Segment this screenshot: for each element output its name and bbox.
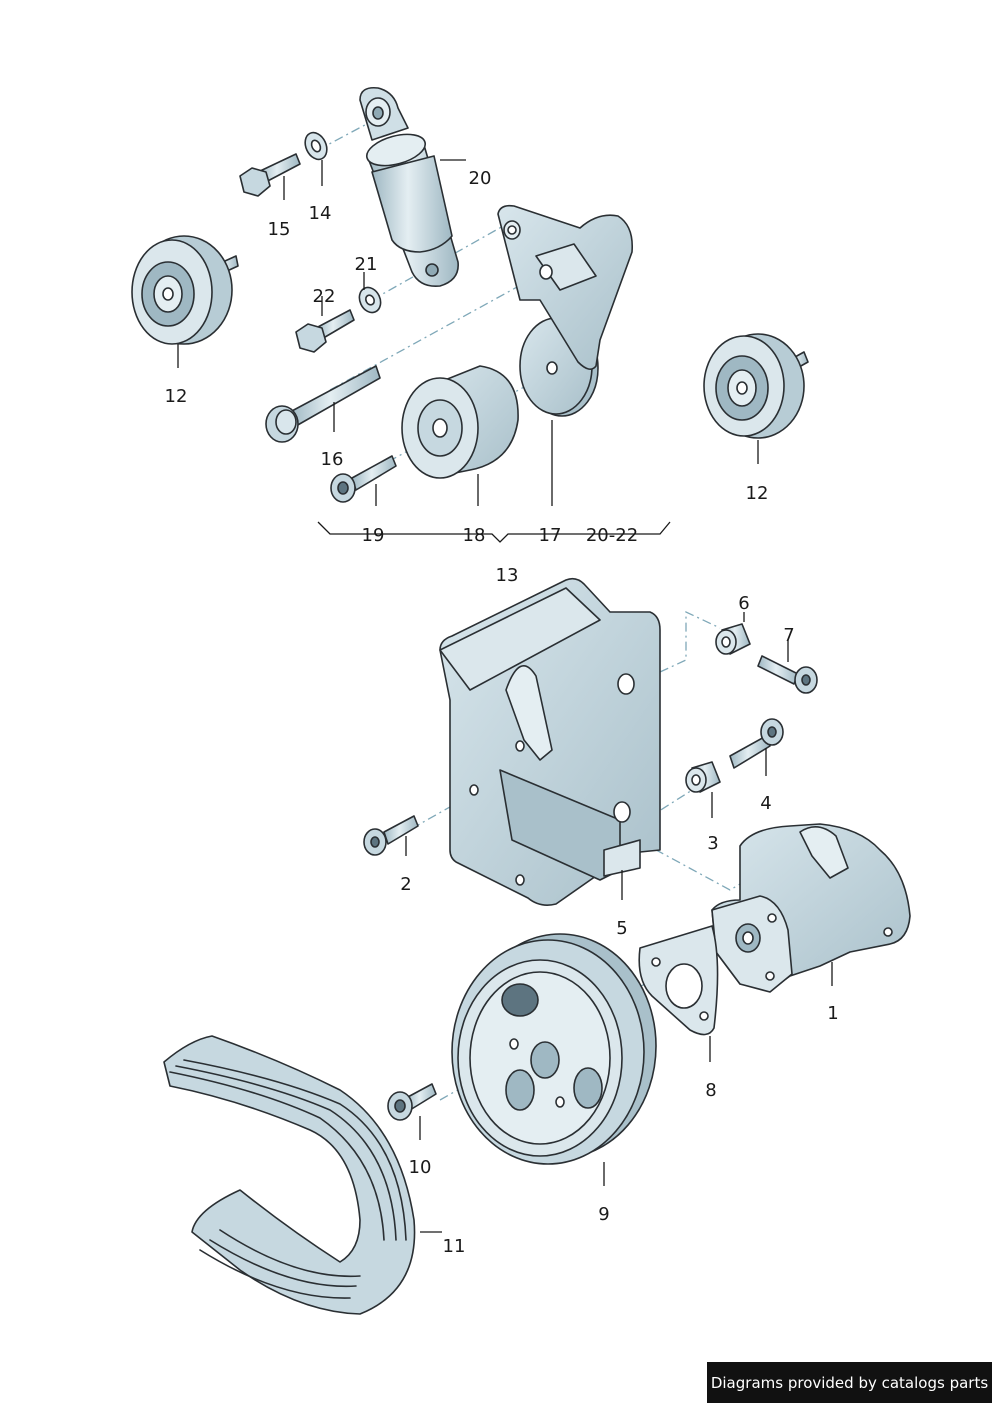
label-15: 15 [268, 219, 291, 240]
label-18: 18 [463, 525, 486, 546]
bolt-15 [239, 153, 301, 197]
bolt-4 [729, 718, 784, 769]
label-11: 11 [443, 1236, 466, 1257]
label-6: 6 [738, 593, 749, 614]
label-17: 17 [539, 525, 562, 546]
bolt-22 [295, 309, 355, 353]
spacer-3 [685, 761, 721, 793]
tensioner-damper [359, 86, 459, 288]
spacer-6 [715, 623, 751, 655]
pulley-12-right [703, 333, 809, 439]
power-steering-pump [711, 823, 911, 993]
pulley-12-left [131, 235, 239, 345]
main-pulley-9 [451, 933, 657, 1165]
label-4: 4 [760, 793, 771, 814]
main-bracket [439, 577, 661, 906]
washer-14 [304, 131, 328, 161]
label-20-22: 20-22 [586, 525, 638, 546]
bolt-7 [757, 655, 818, 694]
long-bolt-16 [265, 365, 381, 443]
credit-banner: Diagrams provided by catalogs parts [707, 1362, 992, 1403]
part-labels: 20 14 15 21 22 12 16 12 19 18 17 20-22 1… [165, 168, 839, 1257]
label-1: 1 [827, 1003, 838, 1024]
label-12-right: 12 [746, 483, 769, 504]
washer-21 [358, 286, 382, 314]
label-7: 7 [783, 625, 794, 646]
label-20: 20 [469, 168, 492, 189]
bolt-10 [387, 1083, 437, 1121]
leader-lines [177, 159, 833, 1233]
label-10: 10 [409, 1157, 432, 1178]
label-12-left: 12 [165, 386, 188, 407]
tensioner-bracket [497, 204, 634, 370]
label-21: 21 [355, 254, 378, 275]
label-5: 5 [616, 918, 627, 939]
idler-roller-18 [401, 365, 519, 479]
label-8: 8 [705, 1080, 716, 1101]
socket-bolt-19 [330, 455, 397, 503]
gasket-8 [638, 925, 719, 1036]
label-3: 3 [707, 833, 718, 854]
label-22: 22 [313, 286, 336, 307]
label-14: 14 [309, 203, 332, 224]
ribbed-belt-11 [163, 1035, 416, 1315]
label-19: 19 [362, 525, 385, 546]
label-2: 2 [400, 874, 411, 895]
label-13: 13 [496, 565, 519, 586]
label-9: 9 [598, 1204, 609, 1225]
label-16: 16 [321, 449, 344, 470]
bolt-2 [363, 815, 419, 856]
